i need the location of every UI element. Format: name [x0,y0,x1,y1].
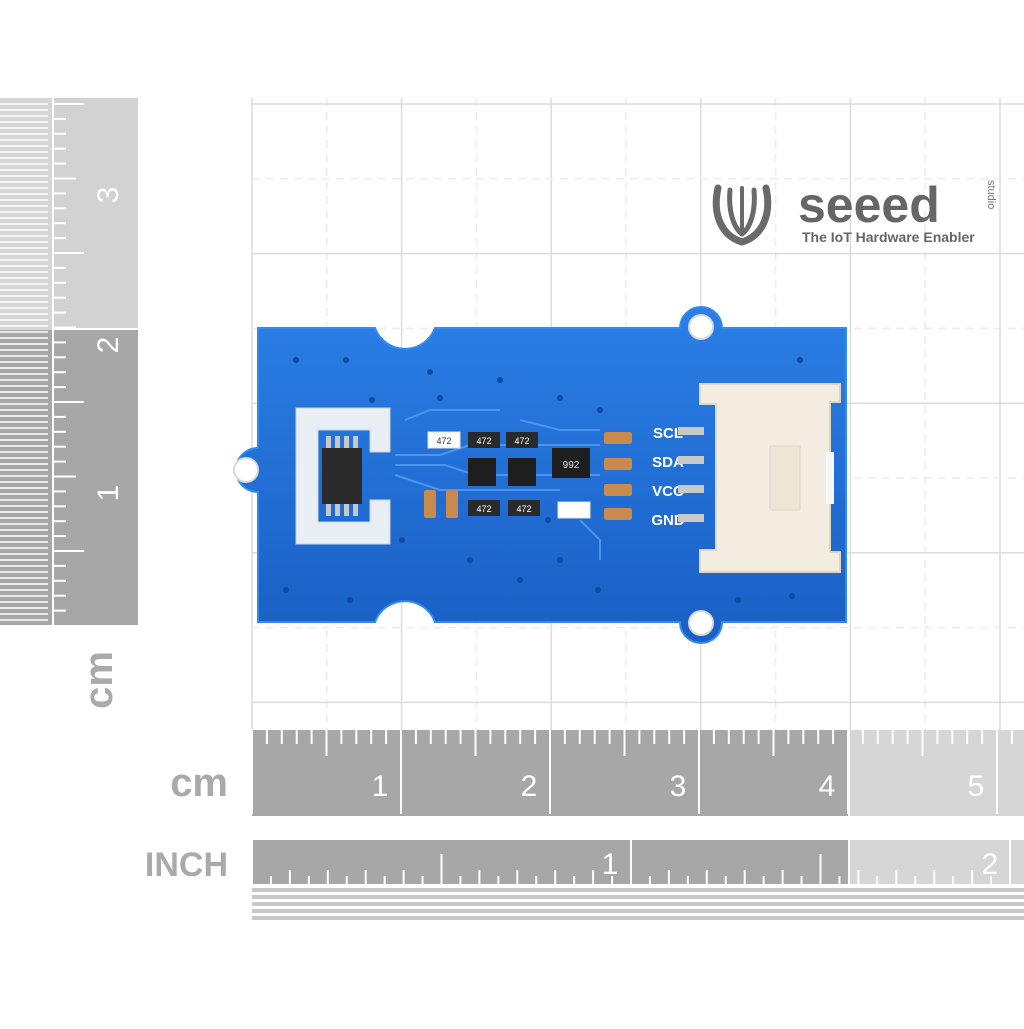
pcb-board: 472 472 472 472 472 992 [233,306,847,644]
cm-ruler-label: cm [170,761,228,805]
resistor [557,501,591,519]
vertical-ruler: 3 2 1 cm [0,98,138,709]
capacitor [604,508,632,520]
via [557,395,563,401]
resistor-group: 472 472 472 472 472 [427,431,591,519]
brand-name: seeed [798,177,940,233]
vertical-unit-label: cm [77,651,121,709]
via [517,577,523,583]
inch-tick-1: 1 [602,848,619,881]
via [467,557,473,563]
pin-label-vcc: VCC [652,483,684,500]
resistor [427,431,461,449]
seeed-logo: seeed studio The IoT Hardware Enabler [712,177,997,246]
resistor-label: 472 [476,504,491,514]
via [399,537,405,543]
ruler-band [252,909,1024,913]
via [427,369,433,375]
via [343,357,349,363]
via [497,377,503,383]
cm-tick-4: 4 [819,770,836,803]
transistor-group [468,448,590,486]
resistor [506,432,538,448]
via [797,357,803,363]
resistor [508,500,540,516]
ruler-band [252,895,1024,899]
regulator-chip [552,448,590,478]
via [557,557,563,563]
resistor-label: 472 [476,436,491,446]
cm-tick-2: 2 [521,770,538,803]
ruler-band [252,916,1024,920]
via [437,395,443,401]
capacitor [604,432,632,444]
via [789,593,795,599]
mount-hole-top [688,314,714,340]
resistor-label: 472 [436,436,451,446]
mount-hole-left [233,457,259,483]
resistor-label: 472 [514,436,529,446]
seeed-leaf-icon [712,184,772,246]
capacitor [446,490,458,518]
capacitor [604,458,632,470]
via [283,587,289,593]
pin-label-sda: SDA [652,454,684,471]
via [545,517,551,523]
capacitor-group [424,432,632,520]
transistor [468,458,496,486]
vertical-tick-1: 1 [92,485,125,502]
brand-tagline: The IoT Hardware Enabler [802,229,975,245]
brand-sub: studio [985,180,997,209]
resistor [468,500,500,516]
grove-connector [678,383,841,573]
inch-tick-2: 2 [982,848,999,881]
chip-marking: 992 [563,460,580,471]
via [597,407,603,413]
resistor [468,432,500,448]
capacitor [604,484,632,496]
vertical-tick-2: 2 [92,337,125,354]
cm-tick-5: 5 [968,770,985,803]
via [595,587,601,593]
via [735,597,741,603]
inch-ruler-label: INCH [145,846,228,884]
sensor-chip [322,436,362,516]
vertical-tick-3: 3 [92,187,125,204]
cm-ruler: cm 1 2 3 4 5 [170,730,1024,816]
pin-label-gnd: GND [651,512,685,529]
pin-label-scl: SCL [653,425,683,442]
mount-hole-bottom [688,610,714,636]
sensor-pad [295,407,391,545]
via [293,357,299,363]
via [369,397,375,403]
cm-tick-3: 3 [670,770,687,803]
ruler-band [252,902,1024,906]
capacitor [424,490,436,518]
resistor-label: 472 [516,504,531,514]
inch-ruler: INCH 1 2 [145,840,1024,920]
via [347,597,353,603]
cm-tick-1: 1 [372,770,389,803]
ruler-band [252,888,1024,892]
transistor [508,458,536,486]
